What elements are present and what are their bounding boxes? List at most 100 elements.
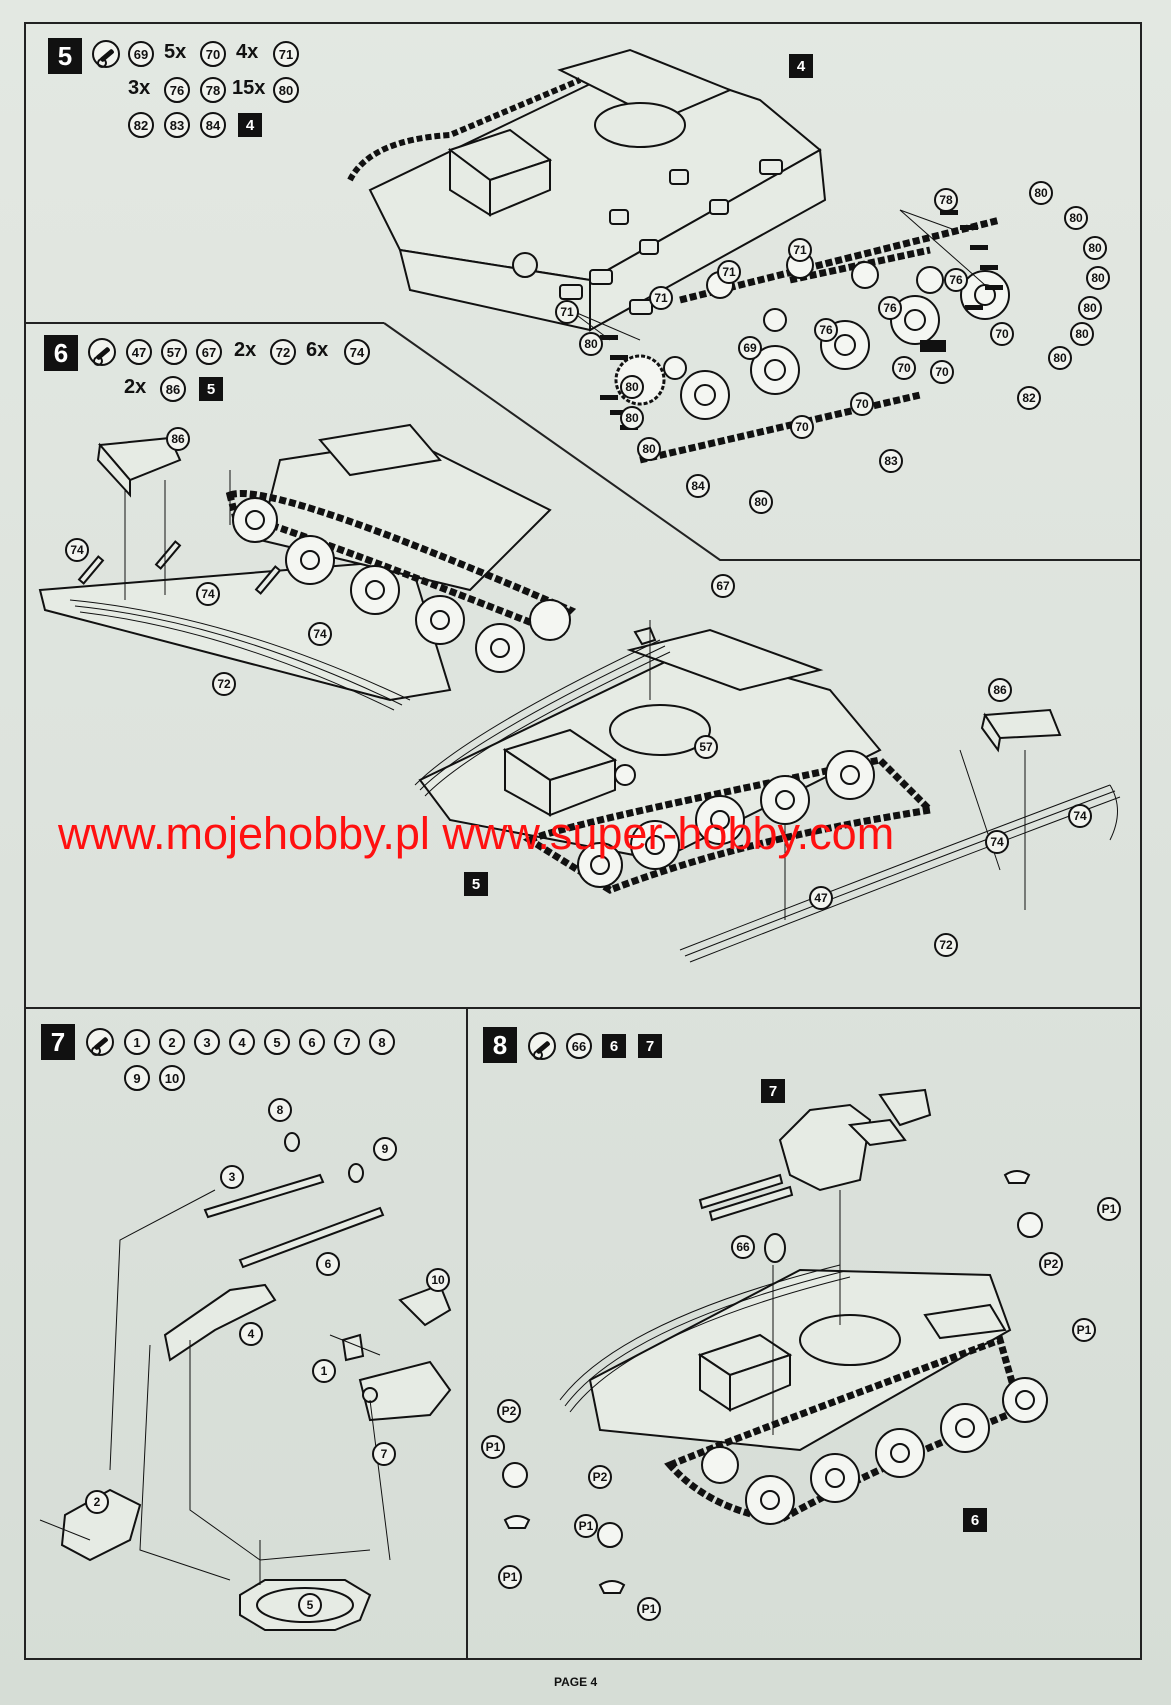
part-number: 67 xyxy=(196,339,222,365)
part-callout: P2 xyxy=(497,1399,521,1423)
page-number: PAGE 4 xyxy=(554,1675,598,1689)
part-callout: 72 xyxy=(212,672,236,696)
part-number: 74 xyxy=(344,339,370,365)
part-callout: P1 xyxy=(1097,1197,1121,1221)
part-callout: 70 xyxy=(790,415,814,439)
part-callout: 70 xyxy=(892,356,916,380)
part-callout: 80 xyxy=(1064,206,1088,230)
part-number: 66 xyxy=(566,1033,592,1059)
step-reference: 7 xyxy=(638,1034,662,1058)
part-callout: 6 xyxy=(316,1252,340,1276)
part-callout: 83 xyxy=(879,449,903,473)
part-number: 5 xyxy=(264,1029,290,1055)
part-callout: 76 xyxy=(944,268,968,292)
part-number: 9 xyxy=(124,1065,150,1091)
part-callout: 74 xyxy=(985,830,1009,854)
divider-step7-8 xyxy=(466,1007,468,1660)
glue-icon xyxy=(86,1028,114,1056)
part-callout: 66 xyxy=(731,1235,755,1259)
part-number: 8 xyxy=(369,1029,395,1055)
part-number: 57 xyxy=(161,339,187,365)
step-number: 8 xyxy=(483,1027,517,1063)
part-callout: 86 xyxy=(988,678,1012,702)
step-reference: 7 xyxy=(761,1079,785,1103)
step-reference: 5 xyxy=(199,377,223,401)
part-callout: 47 xyxy=(809,886,833,910)
part-callout: 71 xyxy=(717,260,741,284)
part-callout: 70 xyxy=(930,360,954,384)
step-reference: 5 xyxy=(464,872,488,896)
page-frame xyxy=(24,22,1142,1660)
quantity-label: 5x xyxy=(164,41,187,63)
step-reference: 4 xyxy=(238,113,262,137)
quantity-label: 6x xyxy=(306,339,329,361)
part-number: 86 xyxy=(160,376,186,402)
step-reference: 4 xyxy=(789,54,813,78)
part-number: 7 xyxy=(334,1029,360,1055)
part-callout: 74 xyxy=(65,538,89,562)
part-callout: 82 xyxy=(1017,386,1041,410)
step-number: 6 xyxy=(44,335,78,371)
glue-icon xyxy=(88,338,116,366)
part-number: 76 xyxy=(164,77,190,103)
turret-parts-step7-drawing xyxy=(39,1132,452,1631)
part-callout: 10 xyxy=(426,1268,450,1292)
part-callout: P2 xyxy=(1039,1252,1063,1276)
part-callout: 80 xyxy=(1083,236,1107,260)
quantity-label: 2x xyxy=(124,376,147,398)
part-callout: 74 xyxy=(1068,804,1092,828)
step-reference: 6 xyxy=(602,1034,626,1058)
part-number: 72 xyxy=(270,339,296,365)
part-number: 4 xyxy=(229,1029,255,1055)
part-callout: 74 xyxy=(308,622,332,646)
part-number: 71 xyxy=(273,41,299,67)
part-callout: 9 xyxy=(373,1137,397,1161)
part-callout: 69 xyxy=(738,336,762,360)
glue-icon xyxy=(528,1032,556,1060)
step-reference: 6 xyxy=(963,1508,987,1532)
part-callout: 84 xyxy=(686,474,710,498)
part-callout: 57 xyxy=(694,735,718,759)
part-callout: 4 xyxy=(239,1322,263,1346)
tank-hull-step5-drawing xyxy=(347,48,1010,464)
part-callout: 86 xyxy=(166,427,190,451)
part-callout: 67 xyxy=(711,574,735,598)
tank-step6-lower-drawing xyxy=(414,620,1121,963)
part-callout: 76 xyxy=(814,318,838,342)
watermark-text: www.mojehobby.pl www.super-hobby.com xyxy=(58,808,895,859)
part-callout: 70 xyxy=(990,322,1014,346)
part-callout: 5 xyxy=(298,1593,322,1617)
part-number: 69 xyxy=(128,41,154,67)
part-callout: 71 xyxy=(649,286,673,310)
part-number: 78 xyxy=(200,77,226,103)
part-callout: 70 xyxy=(850,392,874,416)
part-callout: 2 xyxy=(85,1490,109,1514)
quantity-label: 3x xyxy=(128,77,151,99)
part-callout: 8 xyxy=(268,1098,292,1122)
part-number: 47 xyxy=(126,339,152,365)
quantity-label: 2x xyxy=(234,339,257,361)
part-number: 10 xyxy=(159,1065,185,1091)
part-number: 1 xyxy=(124,1029,150,1055)
part-callout: 80 xyxy=(637,437,661,461)
part-callout: P1 xyxy=(637,1597,661,1621)
quantity-label: 15x xyxy=(232,77,266,99)
step-number: 7 xyxy=(41,1024,75,1060)
part-callout: 76 xyxy=(878,296,902,320)
part-number: 84 xyxy=(200,112,226,138)
quantity-label: 4x xyxy=(236,41,259,63)
part-callout: 80 xyxy=(1070,322,1094,346)
part-number: 2 xyxy=(159,1029,185,1055)
part-callout: 80 xyxy=(1078,296,1102,320)
part-callout: 80 xyxy=(749,490,773,514)
tank-final-step8-drawing xyxy=(502,1088,1048,1594)
step-number: 5 xyxy=(48,38,82,74)
part-number: 6 xyxy=(299,1029,325,1055)
part-callout: 74 xyxy=(196,582,220,606)
part-callout: 7 xyxy=(372,1442,396,1466)
divider-step5-6 xyxy=(24,322,384,324)
part-callout: 80 xyxy=(1086,266,1110,290)
part-callout: P1 xyxy=(574,1514,598,1538)
part-number: 70 xyxy=(200,41,226,67)
